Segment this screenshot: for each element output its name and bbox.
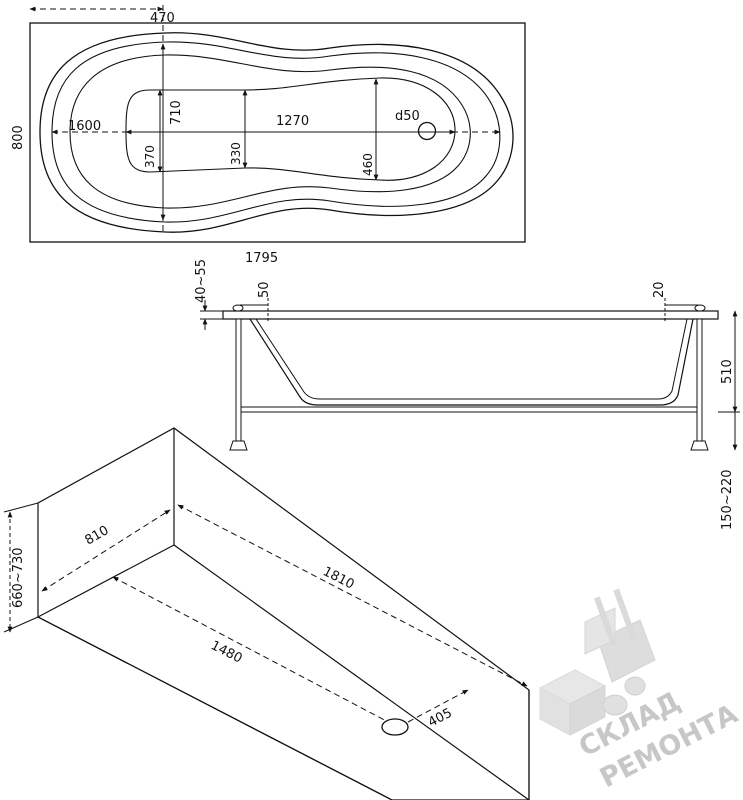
dim-1795-label: 1795 <box>245 251 278 266</box>
box-drain <box>381 718 409 736</box>
dim-370-label: 370 <box>143 145 157 168</box>
frame-bar <box>240 406 698 413</box>
dim-710-label: 710 <box>169 100 184 125</box>
dim-510-label: 510 <box>720 359 735 384</box>
dim-660-730-ext-bot <box>3 616 39 633</box>
dim-470-label: 470 <box>150 11 175 26</box>
dim-1270-label: 1270 <box>276 114 309 129</box>
dim-1600-label: 1600 <box>68 119 101 134</box>
bottom-flat-line <box>125 77 456 181</box>
bowl-line <box>69 54 471 209</box>
box-inner-edge-left <box>37 544 175 618</box>
watermark: СКЛАД РЕМОНТА <box>538 588 743 794</box>
side-rim <box>222 310 719 320</box>
dim-d50-label: d50 <box>395 109 420 124</box>
rim-inner-line <box>51 41 501 223</box>
dim-50-label: 50 <box>257 281 272 298</box>
dim-330-label: 330 <box>229 142 243 165</box>
rim-bead-left <box>232 304 244 312</box>
rim-outer-line <box>39 32 514 233</box>
tub-profile-inner <box>255 318 688 400</box>
dim-150-220-label: 150~220 <box>720 469 735 530</box>
foot-right <box>690 440 709 451</box>
side-view: 40~55 50 20 510 150~220 <box>194 259 740 530</box>
top-view-outline <box>29 22 526 243</box>
tub-profile <box>249 318 694 406</box>
dim-40-55-label: 40~55 <box>194 259 209 303</box>
top-view: 470 800 1600 1270 710 370 330 460 d50 17… <box>11 5 526 266</box>
leg-right <box>696 318 703 442</box>
rim-bead-right <box>694 304 706 312</box>
dim-660-730-ext-top <box>3 502 39 513</box>
foot-left <box>229 440 248 451</box>
leg-left <box>235 318 242 442</box>
dim-810-label: 810 <box>83 523 112 548</box>
dim-660-730-label: 660~730 <box>11 547 26 608</box>
dim-810-line <box>41 509 171 592</box>
dim-1480-line <box>112 576 393 725</box>
forklift-logo <box>538 588 656 736</box>
box-view: 660~730 810 1810 1480 405 <box>3 427 530 800</box>
dim-1480-label: 1480 <box>208 638 244 666</box>
dim-1810-line <box>177 504 528 687</box>
drain-circle <box>417 121 437 141</box>
dim-405-label: 405 <box>426 706 455 731</box>
dim-460-label: 460 <box>361 153 375 176</box>
dim-800-label: 800 <box>11 125 26 150</box>
dim-405-line <box>407 689 469 723</box>
dim-20-label: 20 <box>652 281 667 298</box>
